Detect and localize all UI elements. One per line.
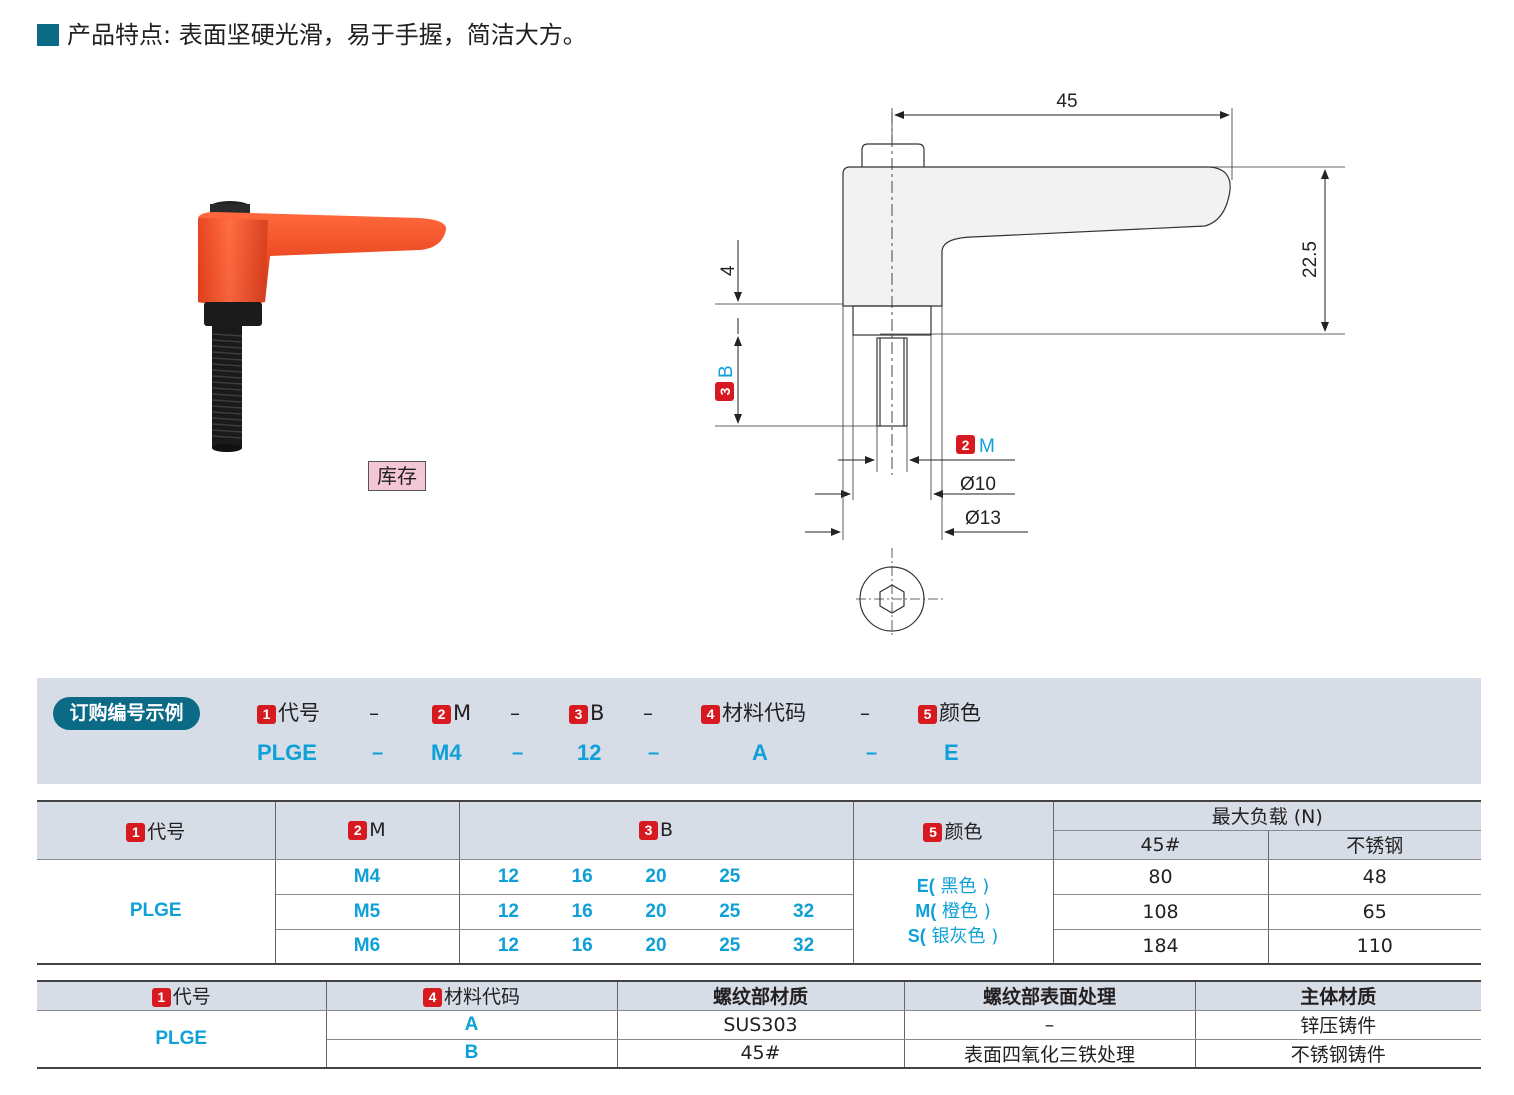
spec-header-load-stainless: 不锈钢 [1268, 830, 1482, 860]
product-features-title: 产品特点: 表面坚硬光滑，易于手握，简洁大方。 [67, 21, 587, 49]
material-mat-cell: B [326, 1039, 618, 1069]
dim-b-label: B [716, 365, 737, 378]
order-header-dash: – [369, 701, 379, 725]
material-mat-cell: A [326, 1010, 618, 1040]
spec-m-cell: M5 [275, 894, 460, 930]
order-value-dash: – [648, 742, 660, 764]
spec-header-max-load: 最大负载 (N) [1053, 801, 1482, 831]
order-value-b: 12 [577, 740, 602, 765]
material-body-cell: 不锈钢铸件 [1195, 1039, 1481, 1069]
product-photo [198, 201, 447, 452]
dim-d10-label: Ø10 [960, 474, 996, 495]
spec-load-45-cell: 184 [1053, 929, 1269, 965]
top-view-hex-icon [856, 548, 946, 638]
material-thread-cell: SUS303 [617, 1010, 905, 1040]
order-header-dash: – [510, 701, 520, 725]
header-square-icon [37, 24, 59, 46]
material-thread-cell: 45# [617, 1039, 905, 1069]
dim-m-badge: 2 [962, 437, 970, 453]
order-value-m: M4 [431, 740, 462, 765]
material-code-cell: PLGE [37, 1010, 327, 1069]
handle-outline [842, 143, 1231, 427]
order-example-band [37, 678, 1481, 784]
material-header-body: 主体材质 [1195, 981, 1481, 1011]
technical-drawing: 45 22.5 4 3 B 2 M Ø10 Ø13 [715, 91, 1345, 638]
spec-header-load-45: 45# [1053, 830, 1269, 860]
dim-4-label: 4 [718, 265, 739, 276]
spec-load-ss-cell: 65 [1268, 894, 1482, 930]
dim-22-5-label: 22.5 [1300, 241, 1321, 278]
dim-45-label: 45 [1056, 91, 1077, 112]
spec-load-45-cell: 80 [1053, 859, 1269, 895]
spec-color-cell: E( 黑色 ) M( 橙色 ) S( 银灰色 ) [853, 859, 1054, 965]
spec-load-45-cell: 108 [1053, 894, 1269, 930]
order-value-material: A [752, 740, 768, 765]
spec-m-cell: M4 [275, 859, 460, 895]
spec-code-cell: PLGE [37, 859, 276, 965]
material-header-thread: 螺纹部材质 [617, 981, 905, 1011]
spec-load-ss-cell: 110 [1268, 929, 1482, 965]
dim-d13-label: Ø13 [965, 508, 1001, 529]
dim-b-badge: 3 [717, 387, 733, 395]
material-body-cell: 锌压铸件 [1195, 1010, 1481, 1040]
order-header-dash: – [643, 701, 653, 725]
order-value-code: PLGE [257, 740, 317, 765]
spec-load-ss-cell: 48 [1268, 859, 1482, 895]
order-value-dash: – [372, 742, 384, 764]
stock-tag: 库存 [368, 461, 426, 491]
material-surface-cell: – [904, 1010, 1196, 1040]
spec-m-cell: M6 [275, 929, 460, 965]
order-value-dash: – [866, 742, 878, 764]
order-header-dash: – [860, 701, 870, 725]
dim-m-label: M [979, 436, 995, 457]
order-example-pill: 订购编号示例 [53, 697, 200, 730]
material-header-surface: 螺纹部表面处理 [904, 981, 1196, 1011]
order-value-color: E [944, 740, 959, 765]
material-surface-cell: 表面四氧化三铁处理 [904, 1039, 1196, 1069]
order-value-dash: – [512, 742, 524, 764]
